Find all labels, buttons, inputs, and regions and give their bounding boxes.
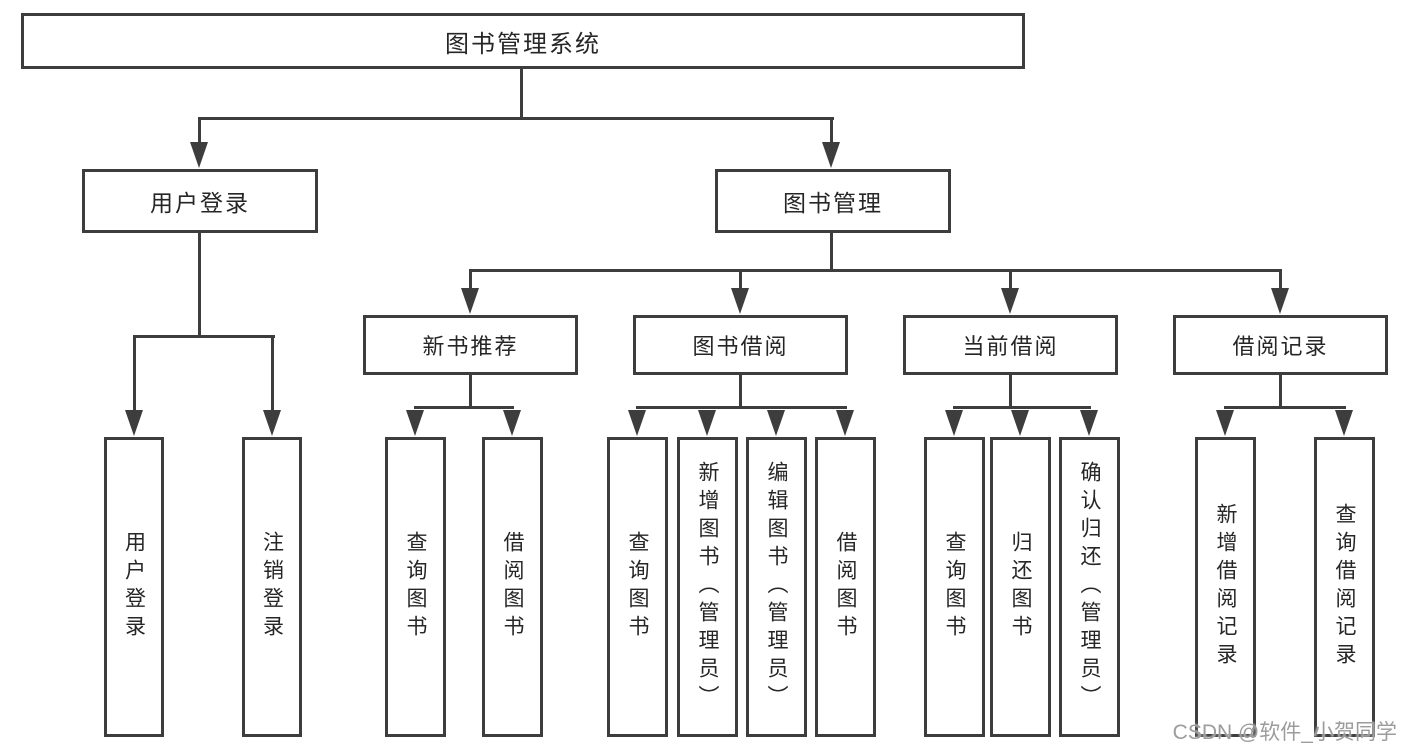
connector-line bbox=[469, 269, 1282, 272]
connector-line bbox=[469, 375, 472, 409]
connector-line bbox=[1224, 406, 1346, 409]
arrow-down-icon bbox=[461, 288, 479, 314]
connector-line bbox=[739, 269, 742, 291]
leaf-add-borrow-record: 新增借阅记录 bbox=[1195, 437, 1256, 737]
connector-line bbox=[830, 117, 833, 145]
connector-line bbox=[198, 117, 201, 145]
connector-line bbox=[1279, 269, 1282, 291]
arrow-down-icon bbox=[503, 410, 521, 436]
arrow-down-icon bbox=[1001, 288, 1019, 314]
connector-line bbox=[739, 375, 742, 409]
arrow-down-icon bbox=[1271, 288, 1289, 314]
node-current-borrowing: 当前借阅 bbox=[903, 315, 1118, 375]
connector-line bbox=[414, 406, 514, 409]
connector-line bbox=[1009, 269, 1012, 291]
leaf-borrow-books-recommend: 借阅图书 bbox=[482, 437, 543, 737]
node-book-management: 图书管理 bbox=[715, 169, 951, 233]
arrow-down-icon bbox=[1216, 410, 1234, 436]
leaf-logout: 注销登录 bbox=[242, 437, 302, 737]
node-book-borrowing: 图书借阅 bbox=[633, 315, 848, 375]
arrow-down-icon bbox=[125, 410, 143, 436]
connector-line bbox=[953, 406, 1091, 409]
watermark-text: CSDN @软件_小贺同学 bbox=[1172, 721, 1397, 744]
node-new-book-recommendation: 新书推荐 bbox=[363, 315, 578, 375]
leaf-confirm-return-admin: 确认归还（管理员） bbox=[1059, 437, 1120, 737]
node-borrowing-records: 借阅记录 bbox=[1173, 315, 1388, 375]
node-user-login: 用户登录 bbox=[82, 169, 318, 233]
arrow-down-icon bbox=[1080, 410, 1098, 436]
connector-line bbox=[133, 335, 136, 413]
arrow-down-icon bbox=[731, 288, 749, 314]
connector-line bbox=[198, 233, 201, 338]
connector-line bbox=[636, 406, 847, 409]
arrow-down-icon bbox=[822, 142, 840, 168]
connector-line bbox=[198, 117, 834, 120]
leaf-query-books-recommend: 查询图书 bbox=[385, 437, 446, 737]
connector-line bbox=[1009, 375, 1012, 409]
arrow-down-icon bbox=[767, 410, 785, 436]
leaf-query-books-borrowing: 查询图书 bbox=[607, 437, 668, 737]
leaf-query-books-current: 查询图书 bbox=[924, 437, 985, 737]
arrow-down-icon bbox=[263, 410, 281, 436]
node-root: 图书管理系统 bbox=[21, 13, 1025, 69]
connector-line bbox=[271, 335, 274, 413]
leaf-borrow-books-borrowing: 借阅图书 bbox=[815, 437, 876, 737]
leaf-add-book-admin: 新增图书（管理员） bbox=[677, 437, 738, 737]
connector-line bbox=[520, 69, 523, 118]
arrow-down-icon bbox=[406, 410, 424, 436]
connector-line bbox=[133, 335, 275, 338]
arrow-down-icon bbox=[1335, 410, 1353, 436]
arrow-down-icon bbox=[190, 142, 208, 168]
arrow-down-icon bbox=[945, 410, 963, 436]
arrow-down-icon bbox=[628, 410, 646, 436]
leaf-query-borrow-record: 查询借阅记录 bbox=[1314, 437, 1375, 737]
leaf-edit-book-admin: 编辑图书（管理员） bbox=[746, 437, 807, 737]
leaf-return-books: 归还图书 bbox=[990, 437, 1051, 737]
arrow-down-icon bbox=[698, 410, 716, 436]
arrow-down-icon bbox=[1011, 410, 1029, 436]
connector-line bbox=[469, 269, 472, 291]
connector-line bbox=[830, 233, 833, 272]
arrow-down-icon bbox=[836, 410, 854, 436]
leaf-user-login: 用户登录 bbox=[104, 437, 164, 737]
connector-line bbox=[1279, 375, 1282, 409]
